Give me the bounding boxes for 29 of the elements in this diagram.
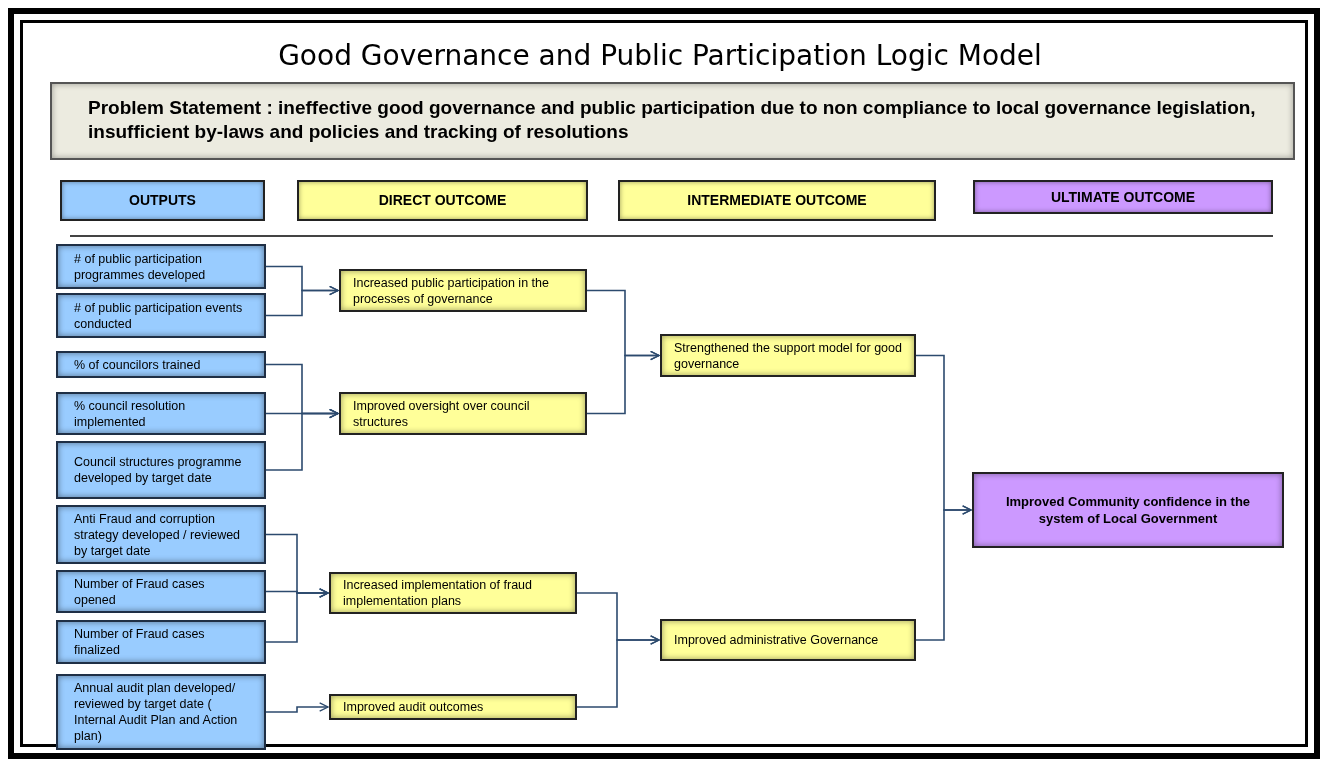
ultimate-outcome-box: Improved Community confidence in the system of Local Government [972,472,1284,548]
connector-arrow [265,285,339,317]
connector-arrow [586,350,660,415]
outcome-box: Strengthened the support model for good governance [660,334,916,377]
outcome-box: Improved oversight over council structures [339,392,587,435]
output-box: Council structures programme developed by target date [56,441,266,499]
output-box: Number of Fraud cases opened [56,570,266,613]
output-box: Annual audit plan developed/ reviewed by target date ( Internal Audit Plan and Action plan) [56,674,266,750]
connector-arrow [265,588,329,643]
output-box: Anti Fraud and corruption strategy developed / reviewed by target date [56,505,266,564]
problem-statement-box: Problem Statement : ineffective good governance and public participation due to non compliance to local governance legislation, insufficient by-laws and policies and tracking of resolutions [50,82,1295,160]
connector-arrow [265,408,339,471]
output-box: # of public participation programmes developed [56,244,266,289]
outcome-box: Increased implementation of fraud implementation plans [329,572,577,614]
outcome-box: Improved administrative Governance [660,619,916,661]
diagram-title: Good Governance and Public Participation Logic Model [277,38,1043,74]
output-box: % of councilors trained [56,351,266,378]
connector-arrow [576,635,660,708]
outcome-box: Improved audit outcomes [329,694,577,720]
connector-arrow [915,505,972,641]
outcome-box: Increased public participation in the processes of governance [339,269,587,312]
column-header: ULTIMATE OUTCOME [973,180,1273,214]
connector-arrow [265,702,329,713]
column-header: DIRECT OUTCOME [297,180,588,221]
output-box: # of public participation events conducted [56,293,266,338]
column-header: OUTPUTS [60,180,265,221]
output-box: % council resolution implemented [56,392,266,435]
output-box: Number of Fraud cases finalized [56,620,266,664]
column-header: INTERMEDIATE OUTCOME [618,180,936,221]
